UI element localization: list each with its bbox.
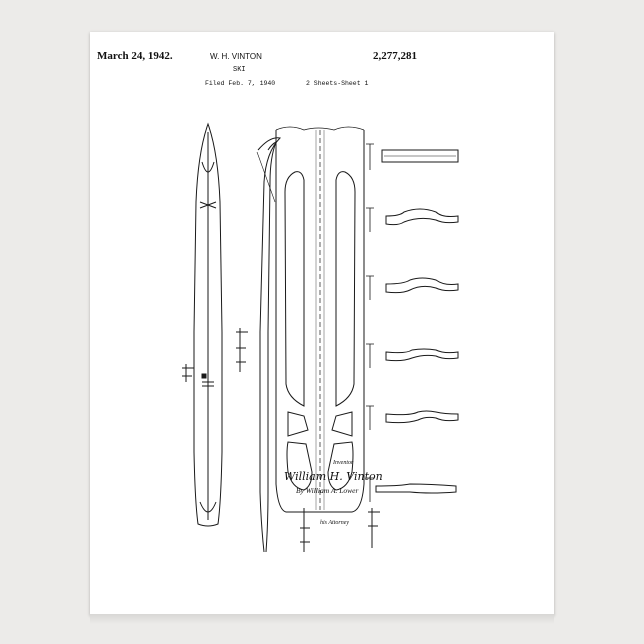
inventor-signature: William H. Vinton — [284, 470, 383, 483]
inventor-name: W. H. VINTON — [210, 52, 262, 61]
patent-date: March 24, 1942. — [97, 50, 173, 62]
poster-shadow — [90, 614, 554, 624]
figure-labels — [182, 328, 380, 552]
inventor-label: Inventor — [333, 460, 353, 466]
patent-title: SKI — [233, 66, 246, 74]
attorney-signature: By William A. Lower — [296, 486, 358, 495]
ski-top-view — [194, 124, 222, 526]
patent-drawing — [90, 32, 554, 615]
patent-number: 2,277,281 — [373, 50, 417, 62]
cross-sections — [376, 150, 458, 493]
section-marks — [366, 144, 374, 502]
ski-bottom-view — [276, 127, 364, 512]
filing-date: Filed Feb. 7, 1940 — [205, 80, 275, 87]
attorney-label: his Attorney — [320, 520, 349, 526]
sheet-count: 2 Sheets-Sheet 1 — [306, 80, 368, 87]
